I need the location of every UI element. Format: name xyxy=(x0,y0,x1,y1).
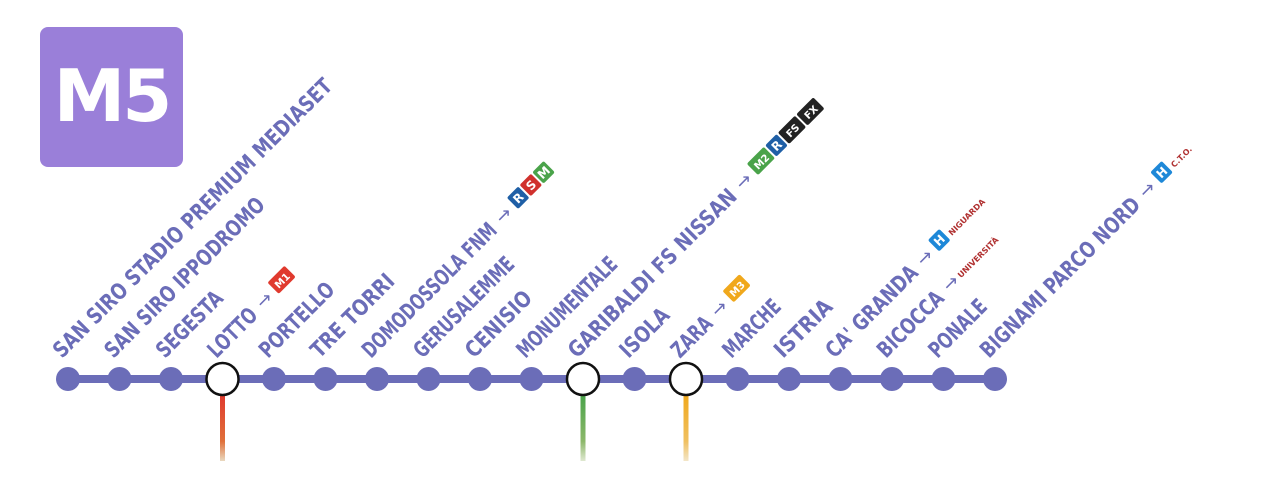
arrow-icon: → xyxy=(491,203,517,229)
station-node-monumentale[interactable] xyxy=(519,367,544,391)
arrow-icon: → xyxy=(1135,177,1161,203)
station-node-isola[interactable] xyxy=(622,367,647,391)
interchange-connector-zara xyxy=(683,395,689,461)
metro-icon xyxy=(723,274,750,302)
arrow-icon: → xyxy=(707,296,733,322)
station-node-san-siro-stadio-premium-mediaset[interactable] xyxy=(56,367,80,391)
station-node-domodossola-fnm[interactable] xyxy=(365,367,389,391)
regional-train-icon xyxy=(507,187,529,209)
station-node-tre-torri[interactable] xyxy=(313,367,338,391)
station-node-bicocca[interactable] xyxy=(880,367,904,391)
railway-icon xyxy=(778,116,806,144)
interchange-node-lotto[interactable] xyxy=(205,361,240,397)
arrow-icon: → xyxy=(731,169,757,195)
station-node-san-siro-ippodromo[interactable] xyxy=(107,367,132,391)
destination-label-ca-granda: NIGUARDA xyxy=(947,197,988,238)
station-label-group-bignami-parco-nord: BIGNAMI PARCO NORD→HC.T.O. xyxy=(976,145,1194,363)
station-node-ponale[interactable] xyxy=(931,367,956,391)
interchange-node-zara[interactable] xyxy=(668,361,704,397)
regional-train-icon xyxy=(765,134,787,156)
station-node-gerusalemme[interactable] xyxy=(416,367,441,391)
station-node-bignami-parco-nord[interactable] xyxy=(983,367,1007,391)
station-node-segesta[interactable] xyxy=(159,367,183,391)
express-train-icon xyxy=(797,98,824,125)
station-node-marche[interactable] xyxy=(725,367,750,391)
arrow-icon: → xyxy=(912,245,938,271)
destination-label-bignami-parco-nord: C.T.O. xyxy=(1169,145,1194,170)
station-node-ca-granda[interactable] xyxy=(828,367,853,391)
line-logo-label: M5 xyxy=(53,54,173,138)
malpensa-express-icon xyxy=(533,161,555,183)
metro-icon xyxy=(268,266,295,294)
station-name-zara[interactable]: ZARA xyxy=(667,312,719,364)
interchange-connector-garibaldi-fs-nissan xyxy=(580,395,586,461)
destination-label-bicocca: UNIVERSITÀ xyxy=(955,233,1001,279)
station-node-cenisio[interactable] xyxy=(468,367,492,391)
hospital-icon xyxy=(928,229,950,251)
interchange-connector-lotto xyxy=(220,395,225,461)
station-node-istria[interactable] xyxy=(777,367,801,391)
interchange-node-garibaldi-fs-nissan[interactable] xyxy=(565,361,601,397)
metro-icon xyxy=(747,147,775,175)
hospital-icon xyxy=(1151,161,1173,183)
badge-label: M xyxy=(535,163,553,181)
suburban-train-icon xyxy=(520,174,542,196)
line-logo: M5 xyxy=(40,27,183,167)
arrow-icon: → xyxy=(252,288,278,314)
station-node-portello[interactable] xyxy=(262,367,286,391)
station-name-bignami-parco-nord[interactable]: BIGNAMI PARCO NORD xyxy=(976,193,1146,363)
